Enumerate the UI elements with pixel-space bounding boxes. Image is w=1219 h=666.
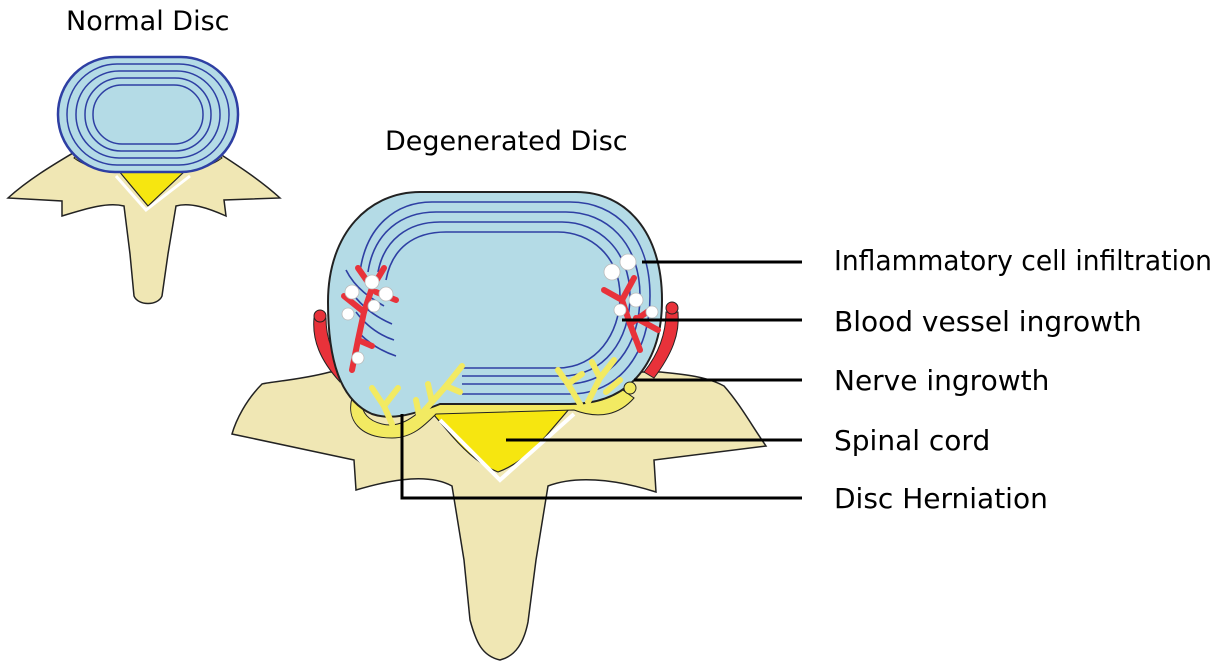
label-blood-vessel: Blood vessel ingrowth [834, 305, 1142, 338]
label-herniation: Disc Herniation [834, 482, 1048, 515]
normal-disc-title: Normal Disc [66, 6, 229, 37]
label-inflammatory: Inflammatory cell infiltration [834, 244, 1212, 277]
label-spinal-cord: Spinal cord [834, 424, 990, 457]
degenerated-disc-figure: Degenerated Disc [232, 126, 766, 660]
label-nerve: Nerve ingrowth [834, 364, 1049, 397]
degenerated-disc-title: Degenerated Disc [385, 126, 628, 157]
normal-disc-figure: Normal Disc [8, 6, 280, 304]
nerve-junction [624, 382, 636, 394]
callout-labels: Inflammatory cell infiltration Blood ves… [834, 244, 1212, 515]
